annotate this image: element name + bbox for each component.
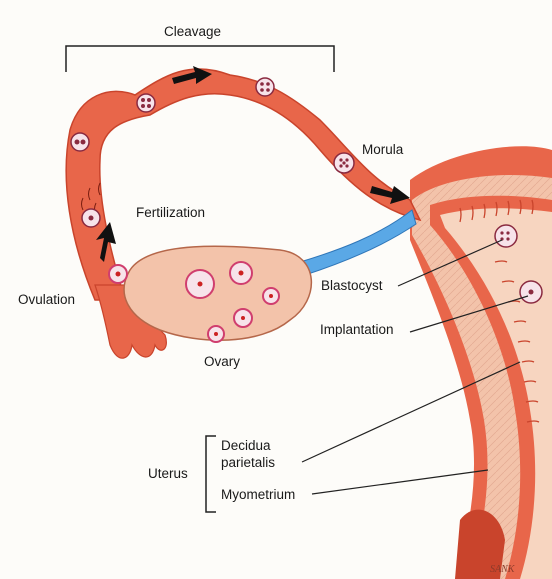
label-cleavage: Cleavage (164, 24, 221, 39)
label-ovary: Ovary (204, 354, 240, 369)
label-parietalis: parietalis (221, 455, 275, 470)
label-implantation: Implantation (320, 322, 394, 337)
uterus (410, 146, 552, 579)
label-decidua: Decidua (221, 438, 271, 453)
four-cell (137, 94, 155, 112)
artist-signature: SANK (490, 564, 516, 575)
label-fertilization: Fertilization (136, 205, 205, 220)
ovarian-ligament (300, 210, 416, 275)
eight-cell (256, 78, 274, 96)
label-morula: Morula (362, 142, 404, 157)
two-cell (71, 133, 89, 151)
label-ovulation: Ovulation (18, 292, 75, 307)
uterus-bracket (206, 436, 216, 512)
label-blastocyst: Blastocyst (321, 278, 383, 293)
leader-myometrium (312, 470, 488, 494)
label-uterus: Uterus (148, 466, 188, 481)
blastocyst-cell (495, 225, 517, 247)
label-myometrium: Myometrium (221, 487, 295, 502)
cleavage-bracket (66, 46, 334, 72)
